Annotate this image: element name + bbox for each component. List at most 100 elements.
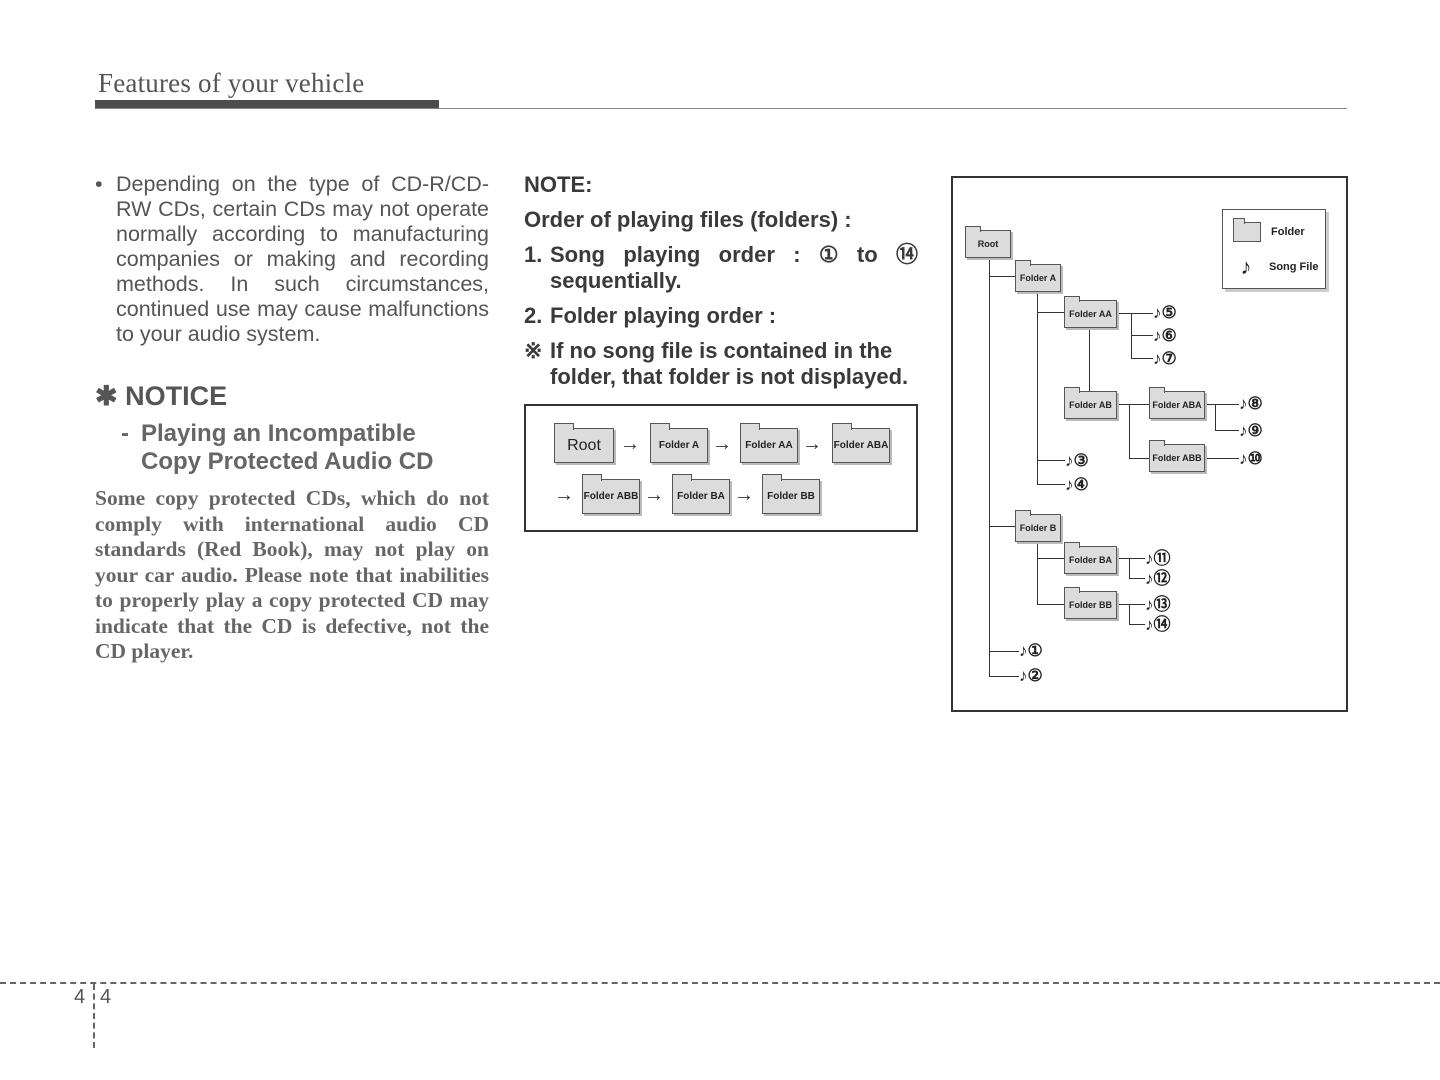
tree-folder-b: Folder B [1015,510,1061,542]
music-note-icon: ♪ [1145,549,1154,568]
song-item: ♪⑦ [1153,350,1177,368]
song-item: ♪② [1019,667,1043,685]
song-item: ♪⑤ [1153,304,1177,322]
song-item: ♪⑫ [1145,570,1171,588]
folder-order-flow: Root → Folder A → Folder AA → Folder ABA… [524,404,918,532]
music-note-icon: ♪ [1145,615,1154,634]
note-heading: NOTE: [524,172,593,197]
tree-line [1115,404,1149,405]
arrow-right-icon: → [734,484,754,506]
song-number: ⑤ [1161,303,1177,322]
arrow-right-icon: → [644,484,664,506]
tree-line [989,257,990,677]
flow-folder-aa: Folder AA [740,423,798,463]
legend-song-row: ♪ Song File [1233,254,1319,280]
tree-line [989,676,1019,677]
notice-body: Some copy protected CDs, which do not co… [95,486,489,663]
tree-folder-bb: Folder BB [1064,587,1117,619]
tree-legend: Folder ♪ Song File [1222,209,1326,289]
note-item-song-order: 1. Song playing order : ① to ⑭ sequentia… [524,242,918,294]
empty-folder-text: If no song file is contained in the fold… [550,338,909,389]
music-note-icon: ♪ [1019,641,1028,660]
item-number: 2. [524,303,543,328]
tree-line [1089,328,1090,404]
page-number: 4 [100,986,112,1008]
footer-dashed-rule [0,982,1440,984]
song-number: ⑥ [1161,326,1177,345]
left-column: • Depending on the type of CD-R/CD-RW CD… [95,172,489,665]
song-item: ♪① [1019,642,1043,660]
tree-line [1037,290,1038,484]
song-item: ♪⑪ [1145,550,1171,568]
bullet-dot-icon: • [95,172,103,196]
song-item: ♪⑥ [1153,327,1177,345]
song-number: ① [1027,641,1043,660]
tree-folder-abb: Folder ABB [1149,440,1205,472]
word: Song [550,242,605,267]
note-item-folder-order: 2. Folder playing order : [524,303,918,329]
folder-icon [1233,218,1261,242]
song-number: ③ [1073,451,1089,470]
tree-folder-aa: Folder AA [1064,296,1117,328]
tree-line [1129,624,1145,625]
tree-line [1129,558,1130,578]
notice-title: ✱ NOTICE [95,381,228,411]
song-number: ⑦ [1161,349,1177,368]
flow-folder-a: Folder A [650,423,708,463]
song-item: ♪④ [1065,476,1089,494]
flow-folder-root: Root [554,423,614,463]
song-item: ♪⑧ [1239,395,1263,413]
music-note-icon: ♪ [1145,569,1154,588]
reference-mark-icon: ※ [524,338,543,363]
flow-folder-ba: Folder BA [672,474,730,514]
tree-line [989,526,1015,527]
song-number: ⑧ [1247,394,1263,413]
bullet-paragraph: • Depending on the type of CD-R/CD-RW CD… [95,172,489,347]
song-number: ④ [1073,475,1089,494]
tree-line [1037,312,1064,313]
legend-folder-row: Folder [1233,218,1305,242]
tree-line [1115,604,1145,605]
page-header-title: Features of your vehicle [98,68,365,98]
section-number: 4 [74,986,86,1008]
music-note-icon: ♪ [1065,451,1074,470]
header-accent-bar [95,100,439,109]
song-item: ♪⑨ [1239,422,1263,440]
tree-line [1129,578,1145,579]
notice-subtitle-line2: Copy Protected Audio CD [141,448,434,475]
tree-line [1215,404,1216,430]
music-note-icon: ♪ [1153,326,1162,345]
tree-line [1115,558,1145,559]
word: ⑭ [895,242,918,267]
word: order [718,242,775,267]
song-order-line2: sequentially. [550,268,682,293]
flow-folder-aba: Folder ABA [832,423,890,463]
song-number: ⑬ [1153,595,1171,614]
bullet-text: Depending on the type of CD-R/CD-RW CDs,… [116,172,489,346]
tree-line [1037,604,1064,605]
legend-song-label: Song File [1269,261,1319,273]
song-number: ⑨ [1247,421,1263,440]
music-note-icon: ♪ [1065,475,1074,494]
notice-subtitle: -Playing an Incompatible Copy Protected … [95,420,489,476]
tree-line [1129,458,1151,459]
tree-line [1131,358,1153,359]
tree-line [1131,335,1153,336]
song-item: ♪⑩ [1239,450,1263,468]
tree-line [989,276,1015,277]
tree-folder-aba: Folder ABA [1149,387,1205,419]
music-note-icon: ♪ [1239,449,1248,468]
flow-folder-abb: Folder ABB [582,474,640,514]
notice-subtitle-line1: Playing an Incompatible [141,420,416,447]
tree-line [1115,313,1153,314]
music-note-icon: ♪ [1239,421,1248,440]
song-order-line: Song playing order : ① to ⑭ [550,242,918,268]
music-note-icon: ♪ [1153,303,1162,322]
flow-folder-bb: Folder BB [762,474,820,514]
arrow-right-icon: → [802,433,822,455]
song-item: ♪⑬ [1145,596,1171,614]
word: to [856,242,878,267]
middle-column: NOTE: Order of playing files (folders) :… [524,172,918,390]
dash-icon: - [121,420,129,447]
arrow-right-icon: → [554,484,574,506]
